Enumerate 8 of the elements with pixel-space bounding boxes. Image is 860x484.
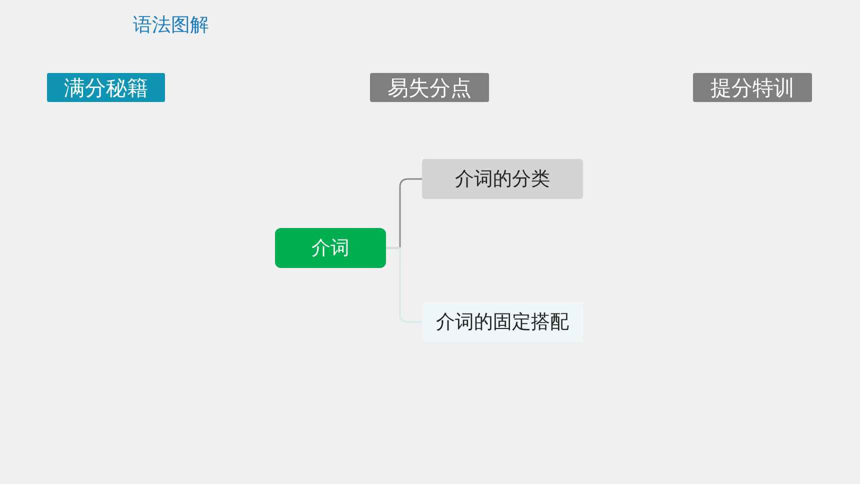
subtopic-box: 介词的分类 (422, 159, 583, 199)
tab-button: 提分特训 (693, 73, 812, 102)
tab-button: 易失分点 (370, 73, 489, 102)
tab-button: 满分秘籍 (47, 73, 165, 102)
root-topic-box: 介词 (275, 228, 386, 268)
subtopic-box: 介词的固定搭配 (422, 302, 583, 342)
connector-line (386, 247, 422, 323)
title: 语法图解 (133, 13, 209, 38)
